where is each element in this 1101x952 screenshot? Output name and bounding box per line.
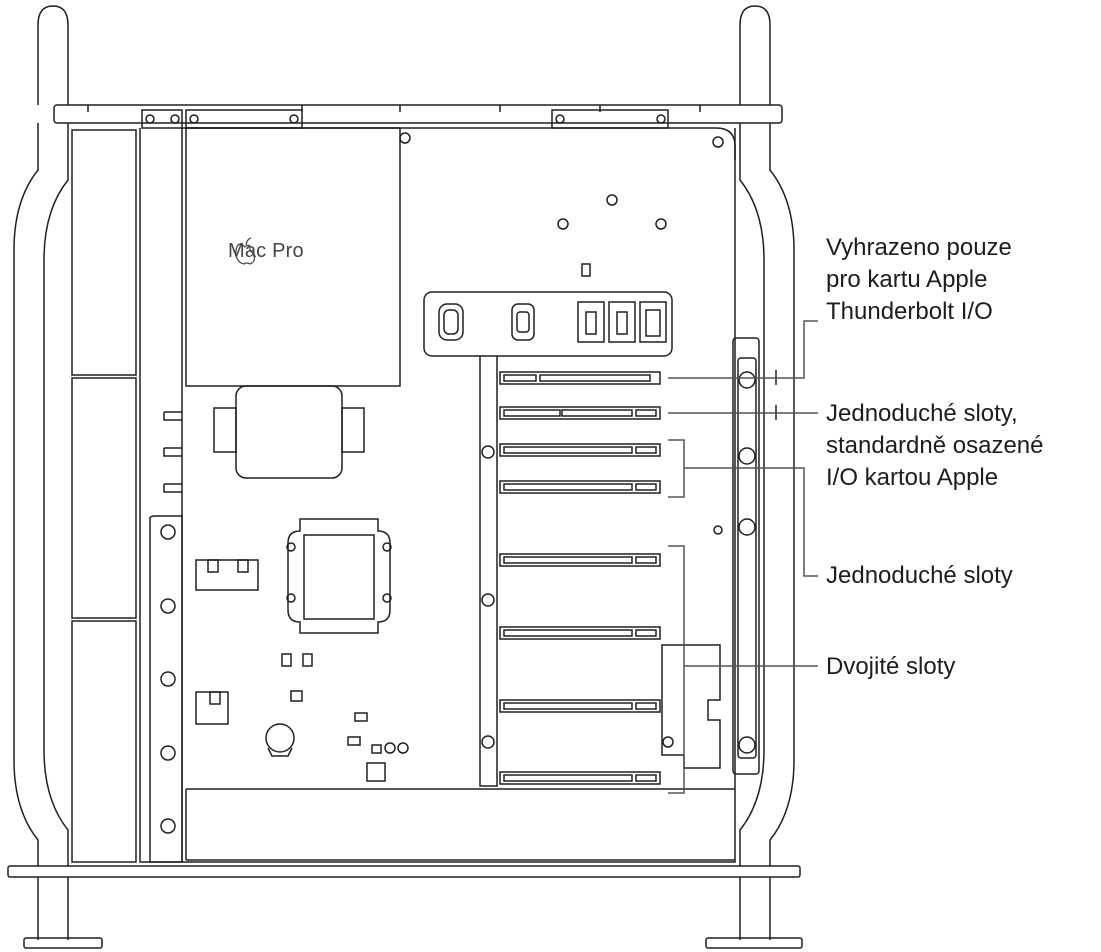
slot-double-4	[499, 771, 661, 785]
slot-group-brackets	[668, 439, 685, 794]
slot-double-1	[499, 553, 661, 567]
callout-thunderbolt-slot: Vyhrazeno pouze pro kartu Apple Thunderb…	[826, 232, 1012, 328]
slot-single-1	[499, 406, 661, 420]
callout-line: pro kartu Apple	[826, 266, 988, 293]
io-panel	[423, 291, 673, 357]
callout-line: Vyhrazeno pouze	[826, 234, 1012, 261]
logic-board-enclosure	[139, 109, 736, 863]
callout-line: Dvojité sloty	[826, 653, 956, 680]
right-frame-handle	[705, 5, 803, 949]
slot-thunderbolt	[499, 371, 661, 385]
board-components	[195, 518, 409, 782]
pcie-slots	[499, 371, 661, 785]
callout-line: Jednoduché sloty	[826, 562, 1013, 589]
callout-line: standardně osazené	[826, 432, 1044, 459]
left-bracket	[149, 411, 183, 863]
callout-leader-lines	[668, 320, 818, 667]
slot-single-3	[499, 480, 661, 494]
callout-single-slots-apple-io: Jednoduché sloty, standardně osazené I/O…	[826, 398, 1044, 494]
right-edge-bracket	[661, 337, 777, 775]
callout-line: I/O kartou Apple	[826, 464, 999, 491]
apple-logo-icon	[235, 237, 256, 265]
slot-double-2	[499, 626, 661, 640]
bottom-rail	[7, 865, 801, 878]
left-frame-handle	[13, 5, 103, 949]
callout-line: Jednoduché sloty,	[826, 400, 1018, 427]
top-rail	[53, 104, 783, 124]
slot-single-2	[499, 443, 661, 457]
processor-cover	[185, 127, 401, 479]
product-label: Mac Pro	[228, 240, 304, 262]
pcie-slot-area	[479, 356, 498, 787]
fan-panels	[71, 129, 137, 863]
slot-double-3	[499, 699, 661, 713]
callout-double-slots: Dvojité sloty	[826, 651, 955, 683]
callout-single-slots: Jednoduché sloty	[826, 560, 1013, 592]
power-supply	[185, 788, 735, 861]
callout-line: Thunderbolt I/O	[826, 298, 993, 325]
